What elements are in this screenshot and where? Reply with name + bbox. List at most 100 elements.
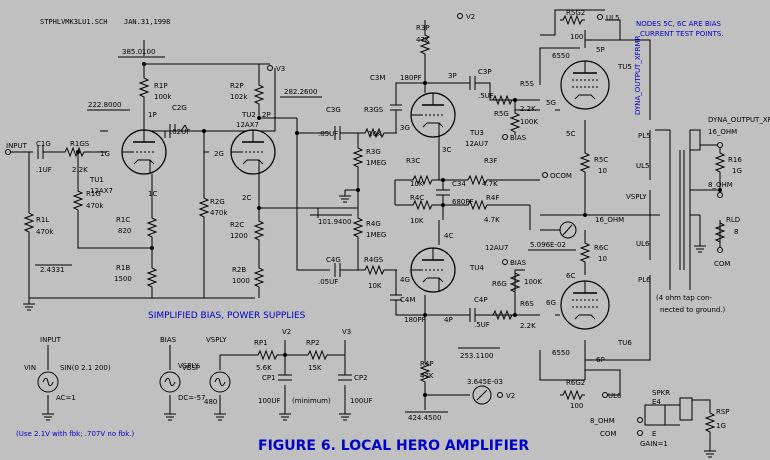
- pin-5g: 5G: [546, 99, 556, 107]
- node-val-n1: 385.0100: [122, 48, 155, 56]
- node-val-n2: 222.8000: [88, 101, 121, 109]
- tube-tu2-type: 12AX7: [236, 121, 259, 129]
- ps-v2-label: V2: [282, 328, 291, 336]
- vsply-src-val: 480: [204, 398, 217, 406]
- net-ul6-bottom: UL6: [608, 392, 622, 400]
- net-pl5: PL5: [638, 132, 651, 140]
- r1b-val: 1500: [114, 275, 132, 283]
- r5g2-ref: R5G2: [566, 9, 585, 17]
- wire-net: [10, 9, 721, 445]
- rld-val: 8: [734, 228, 738, 236]
- c4p-val: .5UF: [474, 321, 490, 329]
- tube-tu6-name: TU6: [617, 339, 632, 347]
- ps-vsply-top: VSPLY: [206, 336, 227, 344]
- r5g2-val: 100: [570, 33, 583, 41]
- net-dyna-label: DYNA_OUTPUT_XFRMR: [708, 116, 770, 124]
- r5s-ref: R5S: [520, 80, 534, 88]
- r2c-val: 1200: [230, 232, 248, 240]
- tube-symbols: [121, 60, 610, 330]
- vin-ref: VIN: [24, 364, 36, 372]
- node-val-n6: 253.1100: [460, 352, 493, 360]
- r1gs-val: 2.2K: [72, 166, 88, 174]
- node-val-n5: 2.4331: [40, 266, 65, 274]
- ps-input-label: INPUT: [40, 336, 62, 344]
- c4m-val: 180PF: [404, 316, 426, 324]
- net-bias-top: BIAS: [510, 134, 527, 142]
- terminals: [5, 13, 723, 436]
- r2p-val: 102k: [230, 93, 248, 101]
- r6g2-val: 100: [570, 402, 583, 410]
- tube-tu5: [560, 60, 610, 110]
- figure-title: FIGURE 6. LOCAL HERO AMPLIFIER: [258, 438, 529, 454]
- r1p-ref: R1P: [154, 82, 168, 90]
- c3m-ref: C3M: [370, 74, 385, 82]
- pin-4c: 4C: [444, 232, 453, 240]
- r1b-ref: R1B: [116, 264, 130, 272]
- input-note: (Use 2.1V with fbk; .707V no fbk.): [16, 430, 135, 438]
- pin-5c: 5C: [566, 130, 575, 138]
- rsp-val: 1G: [716, 422, 726, 430]
- pin-e4: E4: [652, 398, 661, 406]
- node-val-n9: 3.645E-03: [467, 378, 503, 386]
- rp1-ref: RP1: [254, 339, 268, 347]
- net-pl6: PL6: [638, 276, 651, 284]
- pin-1g: 1G: [100, 150, 110, 158]
- c34-ref: C34: [452, 180, 466, 188]
- r5g-val: 100K: [520, 118, 538, 126]
- tube-tu3-type: 12AU7: [465, 140, 488, 148]
- net-ul6-mid: UL6: [636, 240, 650, 248]
- r6g2-ref: R6G2: [566, 379, 585, 387]
- c34-val: 680PF: [452, 198, 474, 206]
- r4f-val: 4.7K: [484, 216, 500, 224]
- r1l-val: 470k: [36, 228, 54, 236]
- cp1-note: (minimum): [292, 397, 331, 405]
- header-filename: STPHLVMK3LU1.SCH: [40, 18, 107, 26]
- tube-tu6: [560, 280, 610, 330]
- c3g-val: .05UF: [318, 130, 338, 138]
- pin-1p: 1P: [148, 111, 157, 119]
- r3gs-ref: R3GS: [364, 106, 384, 114]
- pin-6g: 6G: [546, 299, 556, 307]
- rp1-val: 5.6K: [256, 364, 272, 372]
- node-val-n8: 5.096E-02: [530, 241, 566, 249]
- r5c-ref: R5C: [594, 156, 608, 164]
- tube-tu1-name: TU1: [89, 176, 104, 184]
- r3p-ref: R3P: [416, 24, 430, 32]
- net-com-bottom: COM: [600, 430, 616, 438]
- r2g-ref: R2G: [210, 198, 225, 206]
- tap-note-line1: (4 ohm tap con-: [656, 294, 712, 302]
- net-com-right: COM: [714, 260, 730, 268]
- node-val-n3: 282.2600: [284, 88, 317, 96]
- pin-6c: 6C: [566, 272, 575, 280]
- vbsp-val: DC=-57: [178, 394, 206, 402]
- pin-1c: 1C: [148, 190, 157, 198]
- node-pointers: [35, 56, 576, 413]
- pin-2g: 2G: [214, 150, 224, 158]
- c4p-ref: C4P: [474, 296, 488, 304]
- tube-tu1: [121, 129, 167, 175]
- net-8ohm-bottom: 8_OHM: [590, 417, 615, 425]
- net-v3: V3: [276, 65, 285, 73]
- r1gs-ref: R1GS: [70, 140, 90, 148]
- c1g-val: .1UF: [36, 166, 52, 174]
- ps-bias-label: BIAS: [160, 336, 177, 344]
- r4p-val: 47K: [420, 372, 434, 380]
- r2b-ref: R2B: [232, 266, 246, 274]
- r4g-ref: R4G: [366, 220, 381, 228]
- pin-4p: 4P: [444, 316, 453, 324]
- cp1-val: 100UF: [258, 397, 281, 405]
- tube-tu6-type: 6550: [552, 349, 570, 357]
- r3c-val: 10K: [410, 180, 424, 188]
- spkr-label: SPKR: [652, 389, 670, 397]
- r16-val: 1G: [732, 167, 742, 175]
- cp2-val: 100UF: [350, 397, 373, 405]
- c2g-ref: C2G: [172, 104, 187, 112]
- net-bias-bottom: BIAS: [510, 259, 527, 267]
- r3g-val: 1MEG: [366, 159, 386, 167]
- e4-box: [644, 404, 666, 426]
- r6c-val: 10: [598, 255, 607, 263]
- r1p-val: 100k: [154, 93, 172, 101]
- r4g-val: 1MEG: [366, 231, 386, 239]
- r3p-val: 47K: [416, 36, 430, 44]
